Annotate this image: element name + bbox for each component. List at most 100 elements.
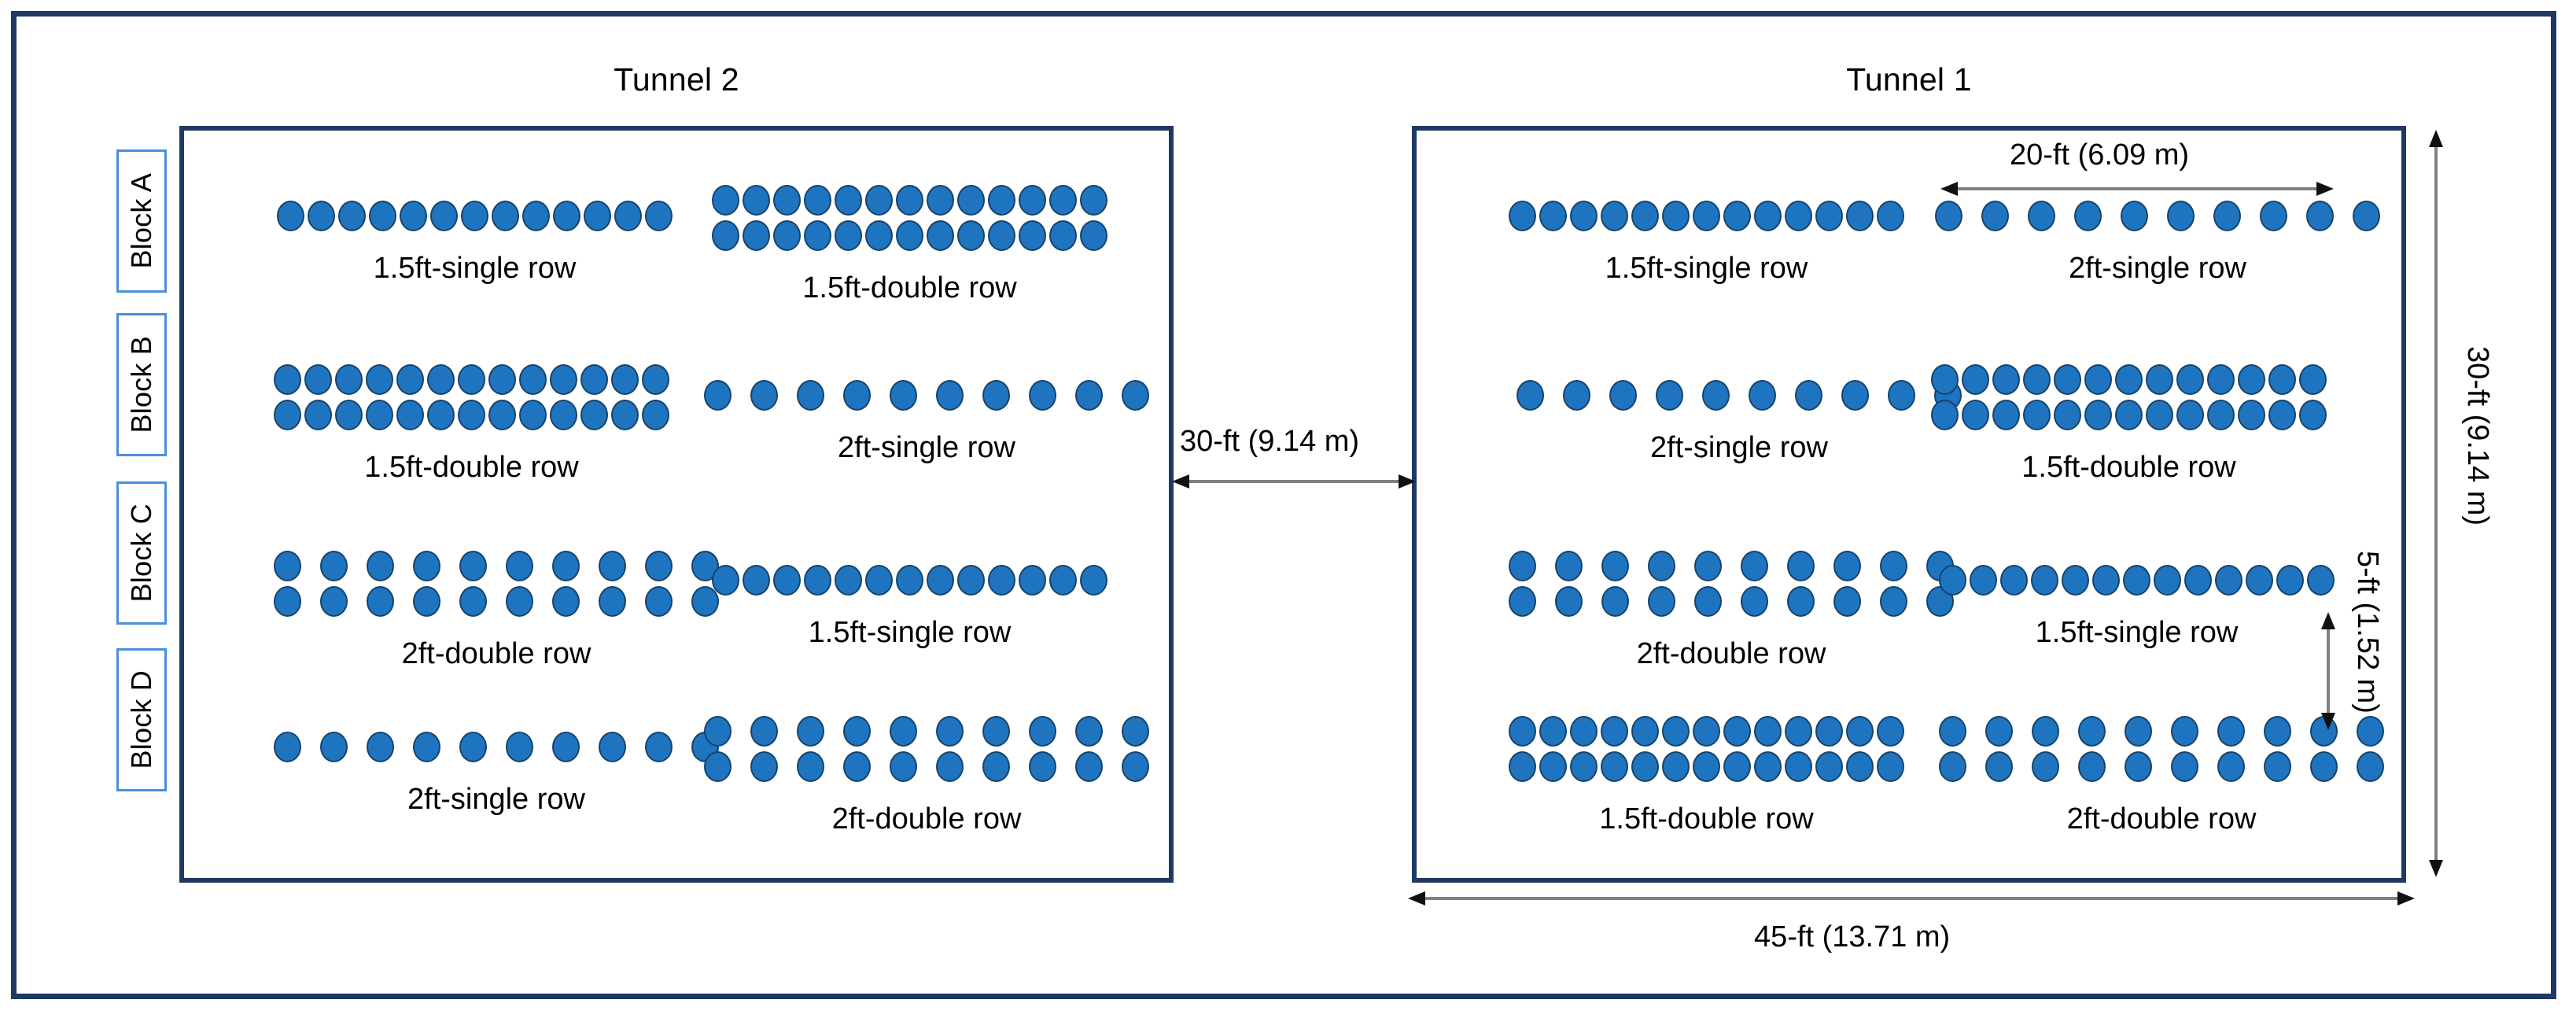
plot-caption: 2ft-single row — [2069, 252, 2246, 285]
plant-dot — [1563, 380, 1590, 411]
plant-dot — [936, 380, 964, 411]
plant-dot — [773, 220, 801, 251]
plant-dot — [459, 551, 487, 581]
plant-rows — [712, 185, 1107, 251]
plant-dot — [519, 364, 547, 395]
plot-caption: 2ft-single row — [1650, 431, 1828, 464]
plot-t1-b-right: 1.5ft-double row — [1931, 364, 2327, 485]
plant-dot — [2268, 364, 2296, 395]
plant-dot — [1693, 751, 1720, 782]
plant-dot — [552, 732, 580, 762]
plant-dot — [2238, 400, 2265, 430]
plant-dot — [1970, 565, 1997, 596]
plant-dot — [1662, 751, 1690, 782]
plant-dot — [1815, 716, 1843, 747]
plant-row — [274, 551, 719, 581]
plant-dot — [413, 551, 440, 581]
plot-caption: 2ft-double row — [401, 637, 591, 670]
plant-dot — [2213, 201, 2241, 231]
plant-dot — [506, 586, 533, 617]
plant-dot — [1648, 551, 1675, 581]
dimension-plot-width — [1940, 179, 2334, 198]
plant-dot — [2357, 751, 2384, 782]
plant-dot — [1509, 201, 1536, 231]
plant-dot — [2215, 565, 2242, 596]
plant-dot — [274, 364, 301, 395]
plant-dot — [320, 732, 348, 762]
plant-dot — [2299, 364, 2327, 395]
plant-rows — [712, 565, 1107, 596]
plant-dot — [750, 380, 778, 411]
plant-dot — [2238, 364, 2265, 395]
plant-dot — [1723, 716, 1751, 747]
plant-dot — [2074, 201, 2102, 231]
plant-dot — [1539, 716, 1567, 747]
plant-dot — [488, 364, 516, 395]
plant-dot — [1694, 586, 1722, 617]
plant-dot — [1029, 716, 1056, 747]
plant-dot — [1985, 751, 2013, 782]
plant-dot — [396, 364, 424, 395]
plant-dot — [320, 551, 348, 581]
plant-dot — [835, 185, 862, 216]
plant-rows — [1509, 716, 1904, 782]
plant-dot — [1939, 751, 1966, 782]
plant-dot — [1080, 220, 1107, 251]
plant-dot — [1787, 551, 1815, 581]
plant-dot — [1648, 586, 1675, 617]
plant-dot — [645, 551, 673, 581]
plant-row — [274, 586, 719, 617]
plant-dot — [2146, 364, 2173, 395]
plant-dot — [797, 716, 824, 747]
plant-dot — [712, 565, 739, 596]
plot-caption: 1.5ft-double row — [2021, 451, 2236, 484]
plant-dot — [580, 400, 608, 430]
plant-dot — [743, 220, 770, 251]
plot-caption: 1.5ft-double row — [364, 451, 579, 484]
plant-dot — [936, 716, 964, 747]
plant-row — [1939, 751, 2384, 782]
plant-dot — [1601, 716, 1628, 747]
plant-dot — [2299, 400, 2327, 430]
plant-dot — [2078, 751, 2106, 782]
plant-dot — [599, 586, 626, 617]
plant-rows — [1931, 364, 2327, 430]
plant-dot — [835, 220, 862, 251]
plant-dot — [2217, 716, 2245, 747]
plant-dot — [522, 201, 550, 231]
dimension-tunnel-height — [2427, 130, 2445, 877]
plant-dot — [1880, 551, 1907, 581]
plant-row — [1935, 201, 2380, 231]
plant-dot — [896, 185, 923, 216]
plant-dot — [1075, 380, 1103, 411]
plant-dot — [1029, 751, 1056, 782]
arrow-tunnel-height — [2429, 130, 2443, 877]
plant-dot — [1601, 201, 1628, 231]
plant-dot — [2154, 565, 2181, 596]
plant-rows — [1939, 565, 2335, 596]
plant-dot — [936, 751, 964, 782]
plant-dot — [1539, 751, 1567, 782]
plant-dot — [743, 185, 770, 216]
plant-dot — [599, 551, 626, 581]
plant-dot — [1662, 716, 1690, 747]
dimension-between-tunnels — [1172, 472, 1416, 491]
plant-dot — [553, 201, 580, 231]
plant-dot — [1754, 716, 1782, 747]
plant-row — [704, 380, 1149, 411]
arrow-tunnel-width — [1408, 891, 2415, 906]
plant-row — [704, 751, 1149, 782]
plant-rows — [274, 364, 669, 430]
plot-caption: 1.5ft-single row — [808, 616, 1012, 649]
plant-dot — [988, 185, 1015, 216]
plant-dot — [413, 732, 440, 762]
plant-dot — [773, 565, 801, 596]
plant-dot — [2264, 751, 2291, 782]
plant-dot — [2125, 751, 2152, 782]
plant-dot — [645, 586, 673, 617]
plant-dot — [599, 732, 626, 762]
block-label-d-text: Block D — [125, 670, 157, 769]
plant-dot — [2092, 565, 2120, 596]
plant-dot — [704, 751, 732, 782]
plant-dot — [1981, 201, 2009, 231]
